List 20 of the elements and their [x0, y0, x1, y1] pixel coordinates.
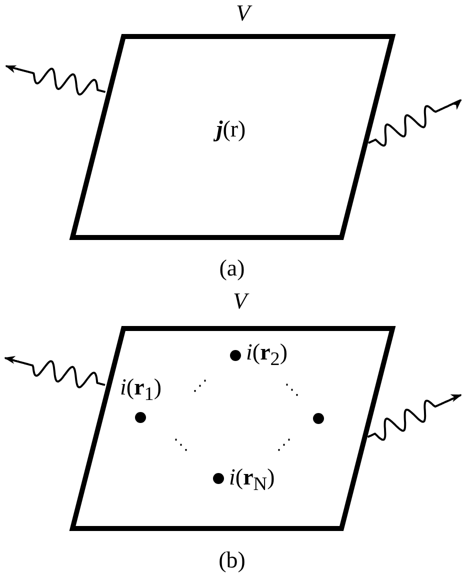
wavy-arrow: [4, 356, 106, 388]
ellipsis-dots: ⋰: [192, 378, 208, 394]
ellipsis-dots: ⋱: [174, 438, 188, 452]
dot-icon: [230, 350, 240, 360]
panel-label: (b): [218, 548, 246, 572]
panel-label: (a): [219, 256, 245, 280]
wavy-arrow: [368, 99, 462, 147]
ellipsis-dots: ⋱: [284, 382, 300, 398]
volume-label: V: [232, 290, 248, 312]
point-label: i(r$_{1}$): [120, 376, 162, 404]
wavy-arrow: [367, 394, 462, 441]
point-label: i(r$_{2}$): [246, 340, 288, 370]
dot-icon: [212, 472, 224, 484]
wavy-arrow: [5, 65, 106, 96]
dot-icon: [312, 412, 324, 424]
current-density-label: j(r): [216, 118, 246, 140]
point-label: i(r$_{N}$): [229, 466, 275, 494]
volume-label: V: [236, 2, 250, 24]
ellipsis-dots: ⋰: [276, 438, 292, 452]
dot-icon: [134, 412, 146, 422]
